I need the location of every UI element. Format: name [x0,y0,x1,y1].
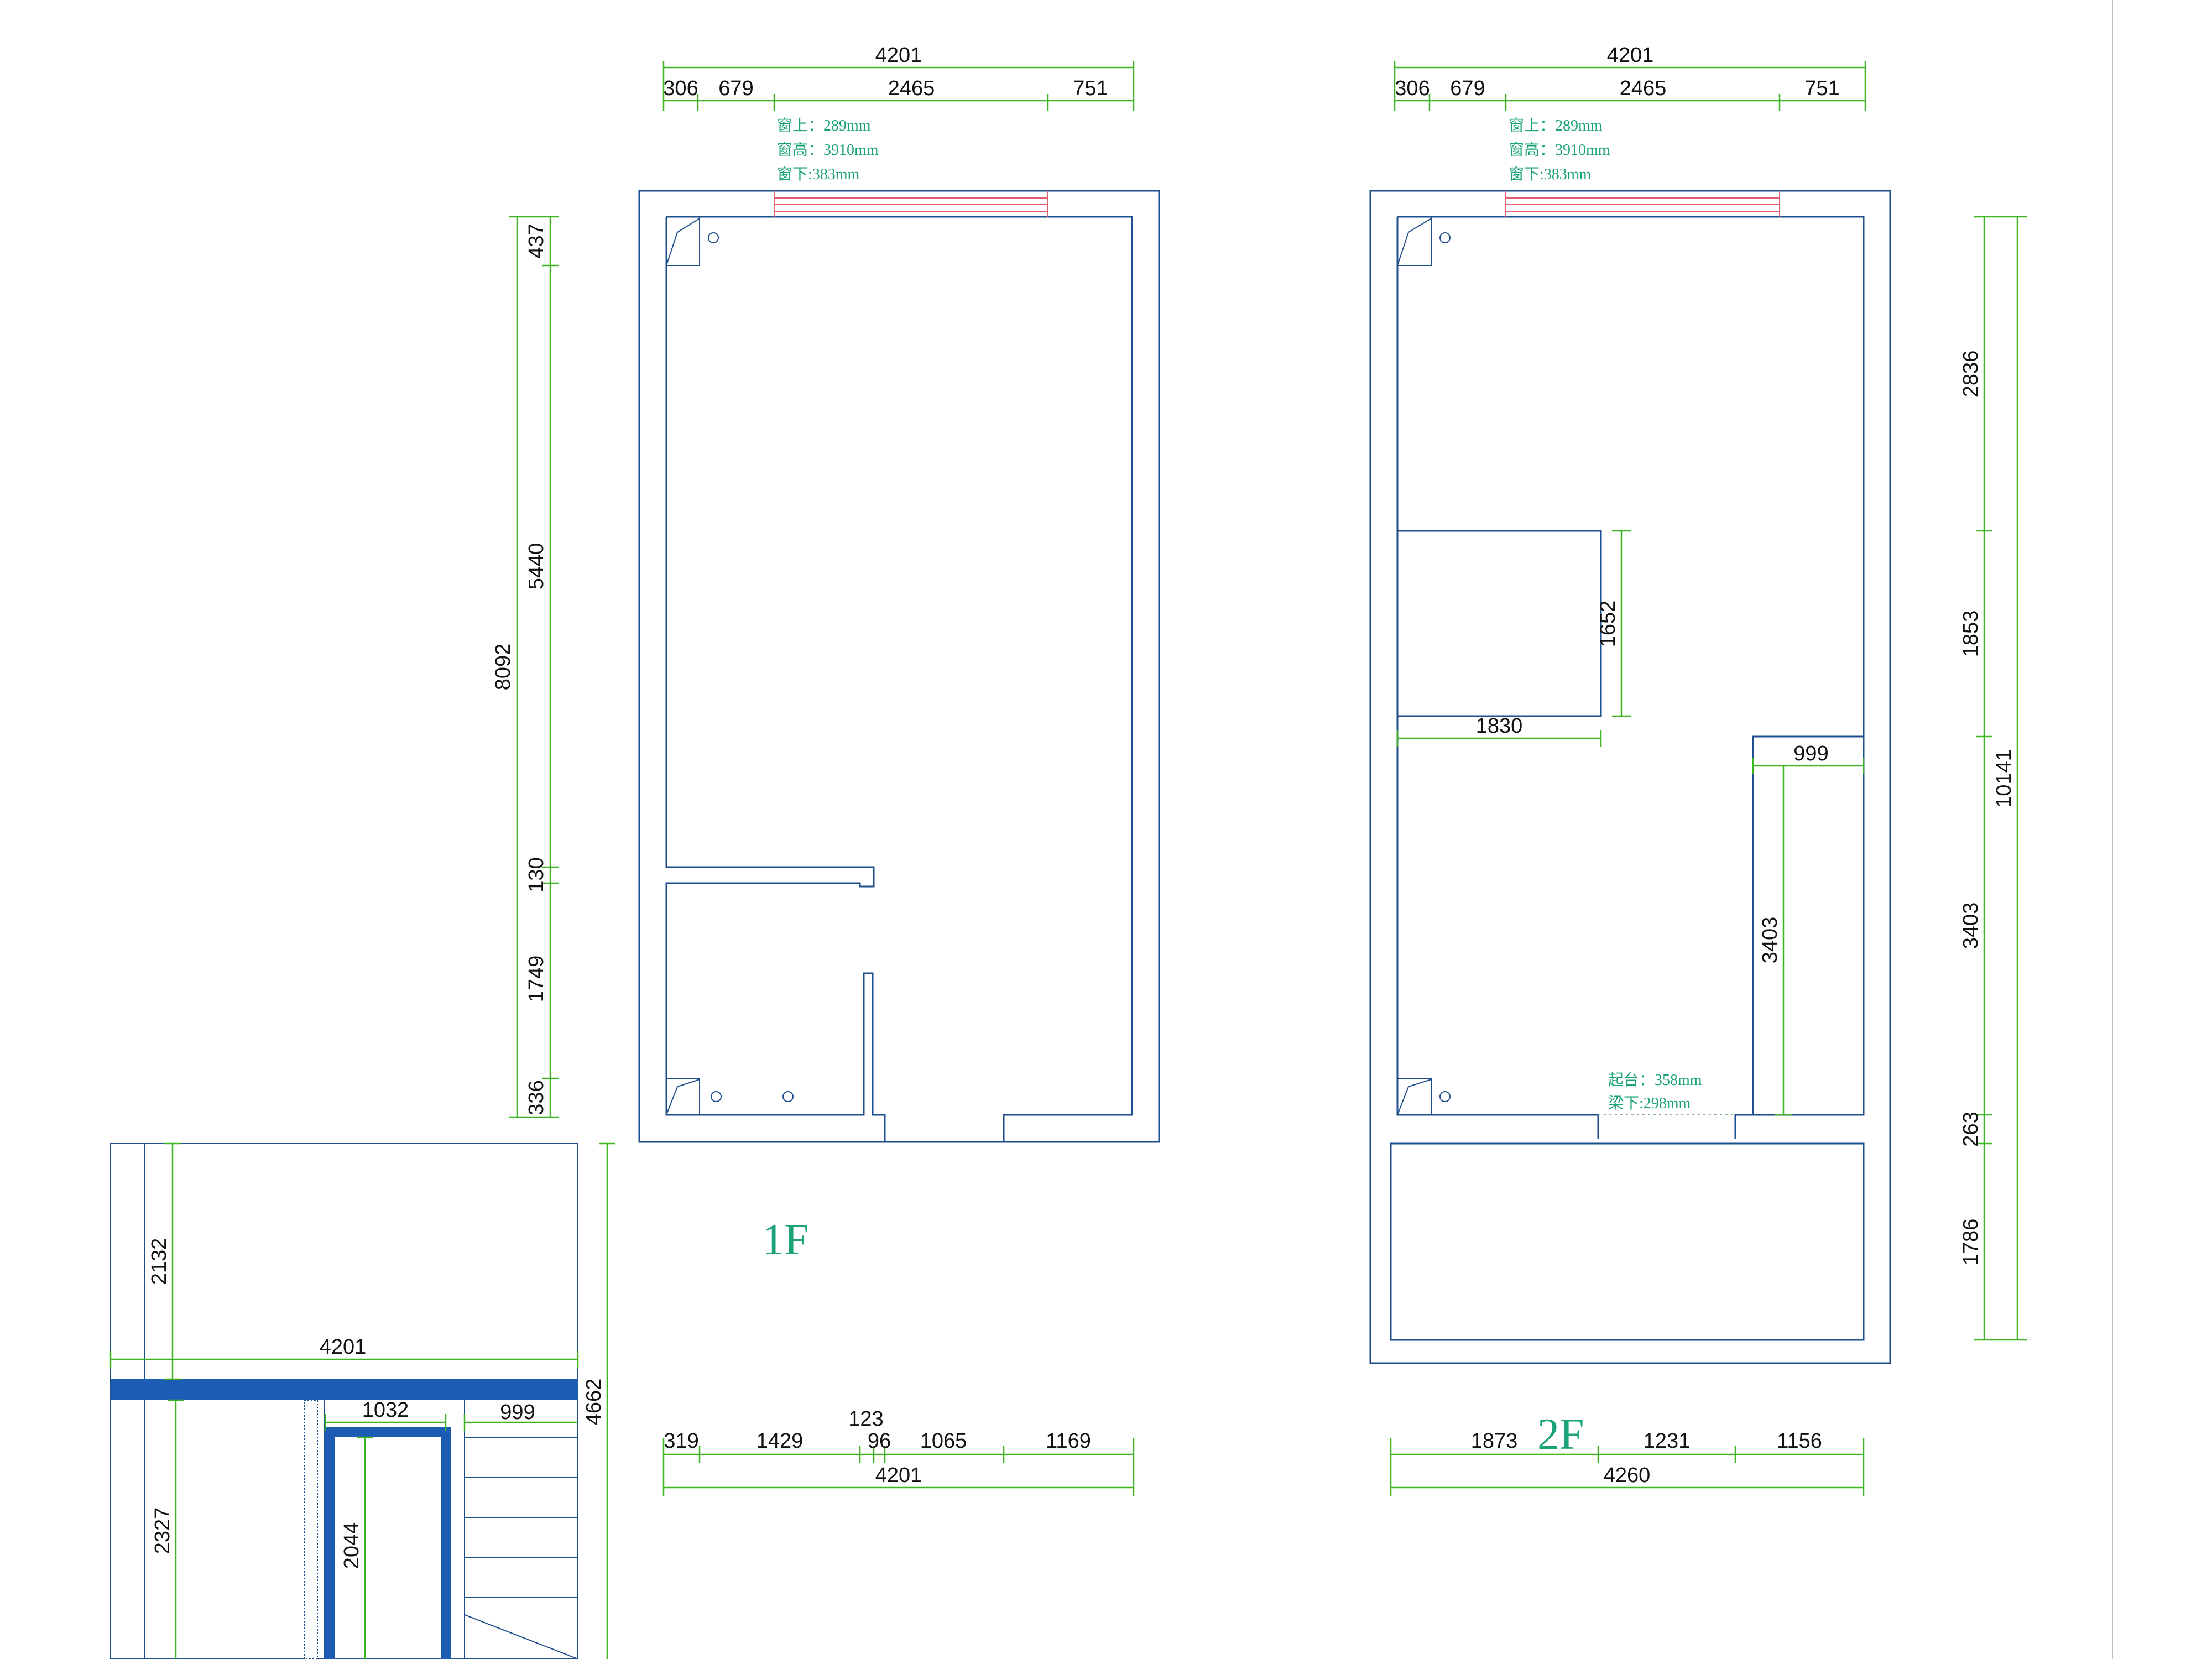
floor-2-column-bottom [1397,1078,1432,1115]
floor-1-top-seg: 679 [718,77,753,100]
elevation-stair-width: 999 [500,1401,535,1424]
elevation-door-frame [325,1427,451,1659]
floor-1-left-seg: 336 [525,1080,548,1115]
floor-1-partition [665,217,886,1142]
floor-2-top-seg: 306 [1395,77,1430,100]
floor-2-label: 2F [1537,1410,1584,1459]
floor-2-right-total: 10141 [1992,749,2016,808]
floor-2-right-seg: 263 [1959,1112,1983,1146]
floor-1-left-seg: 5440 [525,543,548,590]
floor-2-lower-room [1390,1142,1865,1341]
floor-1-pipe-icon [711,1091,722,1102]
elevation-door-height: 2044 [340,1522,363,1569]
floor-1-inner-wall [666,216,1133,1142]
elevation-lower: 2327 [151,1507,174,1554]
floor-2-top-seg: 2465 [1620,77,1667,100]
floor-1-top-seg: 306 [663,77,698,100]
floor-1-plan: 4201 306 679 2465 751 窗上：289mm 窗高：3910mm… [492,44,1160,1496]
floor-1-window-note: 窗高：3910mm [777,141,879,159]
floor-1-column-bottom [666,1078,700,1115]
floor-2-bottom-seg: 1231 [1644,1430,1691,1453]
floor-1-label: 1F [762,1215,809,1264]
elevation-column [304,1400,318,1659]
floor-2-inner-wall-right [1397,216,1865,1139]
floor-2-plan: 4201 306 679 2465 751 窗上：289mm 窗高：3910mm… [1369,44,2027,1496]
floor-1-bottom-seg: 123 [848,1407,883,1431]
floor-1-top-seg: 2465 [888,77,935,100]
floor-2-window-note: 窗上：289mm [1509,117,1603,134]
floor-2-right-seg: 1853 [1959,611,1983,658]
floor-2-pipe-icon [1439,1091,1451,1102]
elevation-width: 4201 [320,1335,367,1359]
floor-1-left-seg: 437 [525,223,548,258]
floor-2-side-room [1752,735,1864,1115]
floor-1-column-top [666,216,700,266]
floor-1-bottom-seg: 1065 [920,1430,967,1453]
floor-1-window [774,191,1048,217]
floor-1-pipe-icon [782,1091,794,1102]
floor-2-window-note: 窗下:383mm [1509,165,1592,183]
floor-2-bottom-seg: 1156 [1777,1430,1822,1453]
floor-2-bottom-total: 4260 [1604,1464,1651,1487]
floor-1-outer-wall [638,190,1160,1143]
floor-2-inner-dim: 1652 [1597,601,1620,648]
floor-2-sill-note: 起台：358mm [1608,1071,1702,1089]
floor-2-top-total: 4201 [1607,44,1654,67]
floor-2-outer-wall [1369,190,1891,1364]
floor-2-pipe-icon [1439,232,1451,243]
floor-1-bottom-seg: 1429 [757,1430,804,1453]
floor-1-top-seg: 751 [1073,77,1108,100]
elevation-stairs [464,1400,578,1659]
floor-1-bottom-seg: 1169 [1046,1430,1091,1453]
elevation-beam [111,1379,578,1400]
elevation-height: 4662 [582,1379,606,1426]
floor-1-left-seg: 1749 [525,956,548,1003]
floor-2-inner-dim: 999 [1793,742,1828,765]
elevation-outline [110,1143,578,1659]
floor-2-bottom-seg: 1873 [1471,1430,1518,1453]
floor-1-top-total: 4201 [875,44,922,67]
floor-1-left-total: 8092 [492,644,515,691]
floor-2-top-seg: 679 [1450,77,1485,100]
floor-1-left-seg: 130 [525,857,548,892]
floor-1-bottom-seg: 96 [868,1430,891,1453]
elevation-upper: 2132 [148,1238,171,1285]
floor-2-column-top [1397,216,1432,266]
floor-2-right-seg: 3403 [1959,902,1983,950]
floor-2-inner-dim: 1830 [1476,714,1523,738]
floor-1-bottom-seg: 319 [664,1430,698,1453]
floor-2-inner-room [1397,530,1602,717]
floor-1-window-note: 窗下:383mm [777,165,860,183]
floor-2-inner-wall-left [1396,217,1599,1139]
elevation-door-width: 1032 [362,1399,409,1422]
elevation-view: 4201 4662 2132 2327 1032 2044 999 [109,1142,615,1659]
floor-1-window-note: 窗上：289mm [777,117,871,134]
floor-1-pipe-icon [708,232,719,243]
floor-2-inner-dim: 3403 [1759,917,1782,964]
floor-2-sill-note: 梁下:298mm [1608,1094,1691,1112]
floor-2-window [1505,191,1780,217]
floor-2-window-note: 窗高：3910mm [1509,141,1610,159]
floor-2-top-seg: 751 [1804,77,1839,100]
floor-2-right-seg: 1786 [1959,1219,1983,1266]
floor-2-right-seg: 2836 [1959,351,1983,398]
floor-1-bottom-total: 4201 [875,1464,922,1487]
